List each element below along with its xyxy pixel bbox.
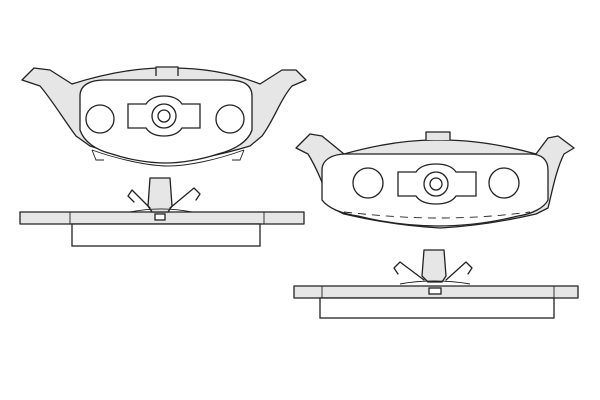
left-side-clip-arm-right (169, 187, 201, 209)
left-lower-notch-right (232, 149, 245, 161)
left-lower-lip (91, 149, 245, 167)
right-pad-side-view (293, 249, 579, 319)
left-side-friction-block (71, 223, 261, 247)
left-top-tab (155, 66, 179, 76)
right-pad-front-view (295, 131, 575, 229)
left-side-plate-inner-line (69, 212, 265, 224)
right-hole-left (352, 167, 384, 199)
left-hole-right (215, 104, 245, 134)
left-side-clip-tab (154, 213, 166, 221)
left-side-clip-base (129, 208, 193, 213)
left-side-clip-body (147, 177, 173, 213)
left-pad-front-view (21, 66, 307, 167)
left-side-clip-arm-left (127, 189, 151, 209)
right-hole-right (488, 167, 520, 199)
left-pad-side-view (19, 177, 305, 247)
right-side-friction-block (319, 297, 555, 319)
left-lower-notch-left (91, 149, 104, 161)
right-side-clip-body (421, 249, 447, 283)
right-side-plate-inner-line (321, 286, 555, 298)
right-side-clip-tab (428, 287, 442, 295)
right-side-clip-arm-right (445, 261, 473, 281)
right-side-clip-arm-left (393, 261, 425, 281)
right-side-clip-base (399, 280, 471, 285)
right-top-tab (425, 131, 451, 140)
left-hole-left (85, 104, 115, 134)
right-boss-pin (429, 177, 443, 191)
right-wear-indicator (343, 211, 531, 219)
left-boss-pin (157, 109, 171, 123)
